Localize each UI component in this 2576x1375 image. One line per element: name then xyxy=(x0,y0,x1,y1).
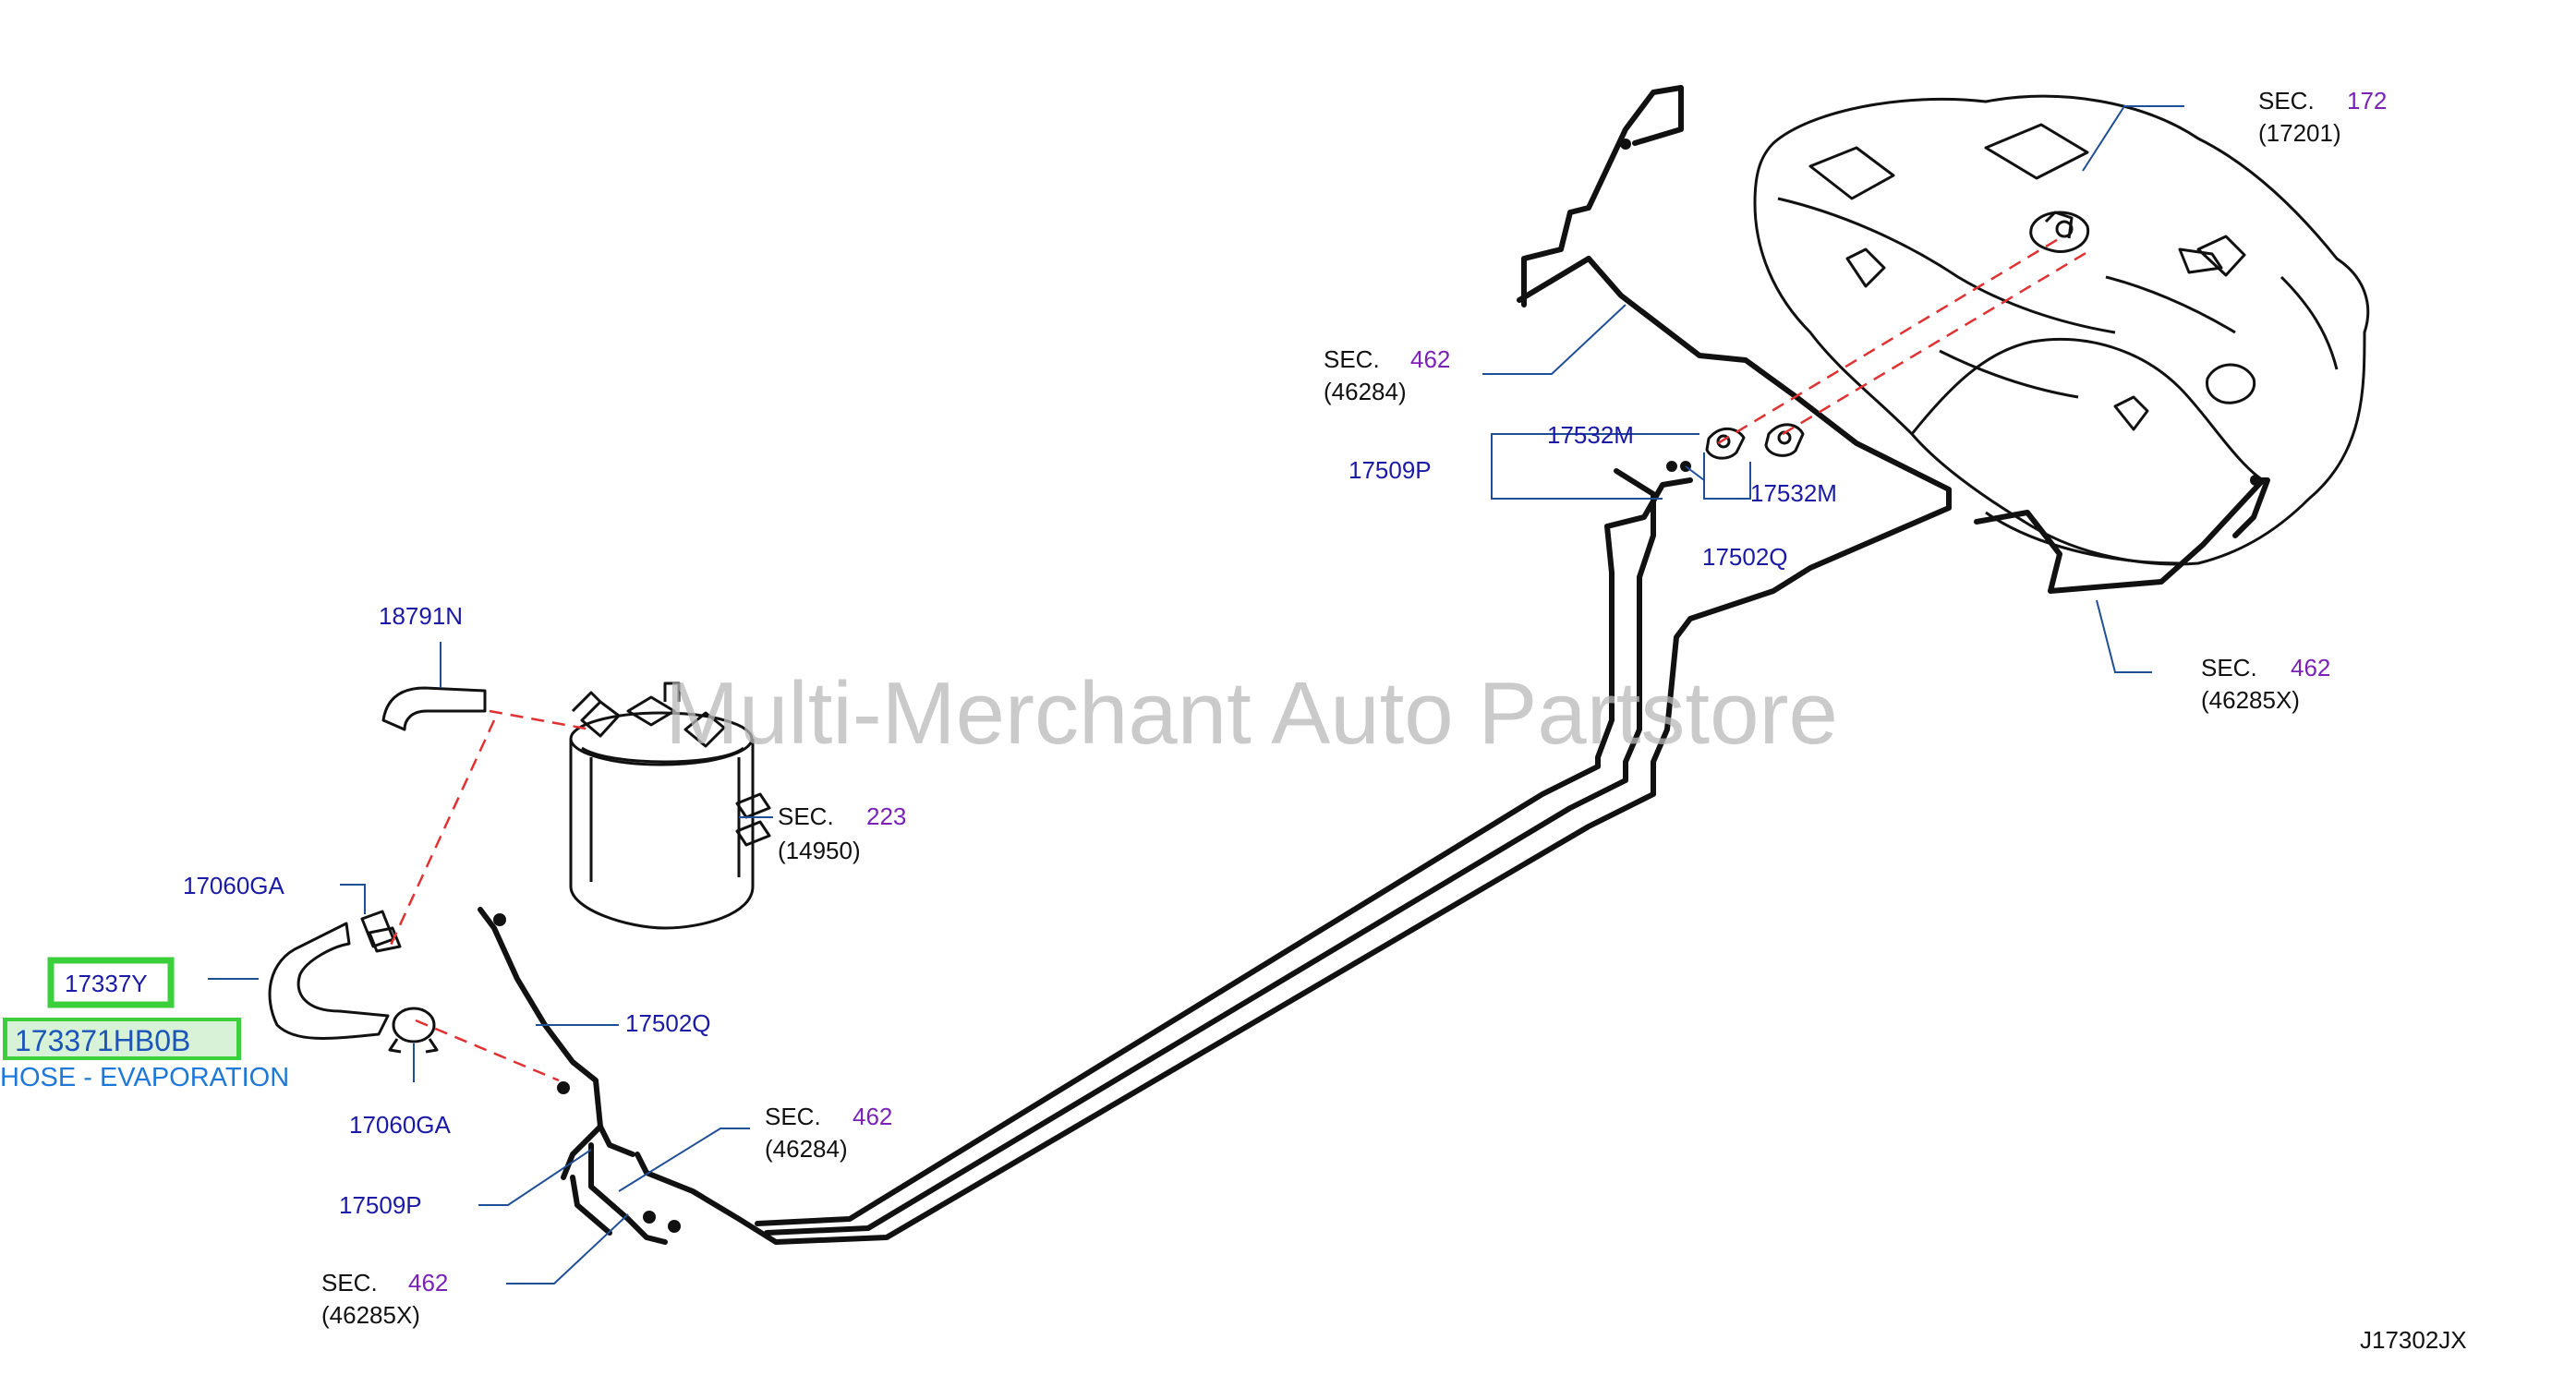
part-17201[interactable]: (17201) xyxy=(2258,119,2341,147)
section-number-462[interactable]: 462 xyxy=(853,1103,892,1130)
part-17509P[interactable]: 17509P xyxy=(1348,456,1432,484)
part-17337Y[interactable]: 17337Y xyxy=(65,970,148,997)
leader-lines xyxy=(208,105,2184,1285)
part-17502Q[interactable]: 17502Q xyxy=(1702,543,1788,571)
section-number-462[interactable]: 462 xyxy=(1410,345,1450,373)
evap-canister xyxy=(569,681,771,930)
fuel-lines xyxy=(478,85,2270,1245)
sec-label: SEC. xyxy=(778,802,834,830)
part-number-173371HB0B[interactable]: 173371HB0B xyxy=(15,1024,190,1057)
sec-label: SEC. xyxy=(765,1103,821,1130)
part-46285X[interactable]: (46285X) xyxy=(2201,686,2300,714)
part-14950[interactable]: (14950) xyxy=(778,837,861,864)
fuel-tank xyxy=(1753,94,2370,566)
part-17502Q[interactable]: 17502Q xyxy=(625,1009,711,1037)
sec-label: SEC. xyxy=(321,1269,378,1297)
part-17532M[interactable]: 17532M xyxy=(1750,479,1837,507)
section-number-172[interactable]: 172 xyxy=(2347,87,2387,115)
part-46284[interactable]: (46284) xyxy=(765,1135,848,1163)
diagram-code: J17302JX xyxy=(2360,1326,2467,1354)
sec-label: SEC. xyxy=(2258,87,2315,115)
part-17060GA[interactable]: 17060GA xyxy=(183,872,285,899)
part-17532M[interactable]: 17532M xyxy=(1547,421,1634,449)
watermark: Multi-Merchant Auto Partstore xyxy=(665,664,1838,763)
part-17509P[interactable]: 17509P xyxy=(339,1191,422,1219)
part-46284[interactable]: (46284) xyxy=(1324,378,1407,405)
highlight-ref-box xyxy=(47,957,175,1008)
part-46285X[interactable]: (46285X) xyxy=(321,1301,420,1329)
part-18791N[interactable]: 18791N xyxy=(379,602,463,630)
part-description: HOSE - EVAPORATION xyxy=(0,1063,289,1092)
section-number-462[interactable]: 462 xyxy=(408,1269,448,1297)
section-number-462[interactable]: 462 xyxy=(2291,654,2330,681)
alignment-lines xyxy=(386,234,2093,1082)
highlight-part-inner xyxy=(7,1021,236,1056)
callout-labels: SEC. 172 (17201) SEC. 462 (46284) 17532M… xyxy=(0,87,2467,1354)
sec-label: SEC. xyxy=(2201,654,2257,681)
section-number-223[interactable]: 223 xyxy=(866,802,906,830)
sec-label: SEC. xyxy=(1324,345,1380,373)
part-17060GA[interactable]: 17060GA xyxy=(349,1111,452,1139)
